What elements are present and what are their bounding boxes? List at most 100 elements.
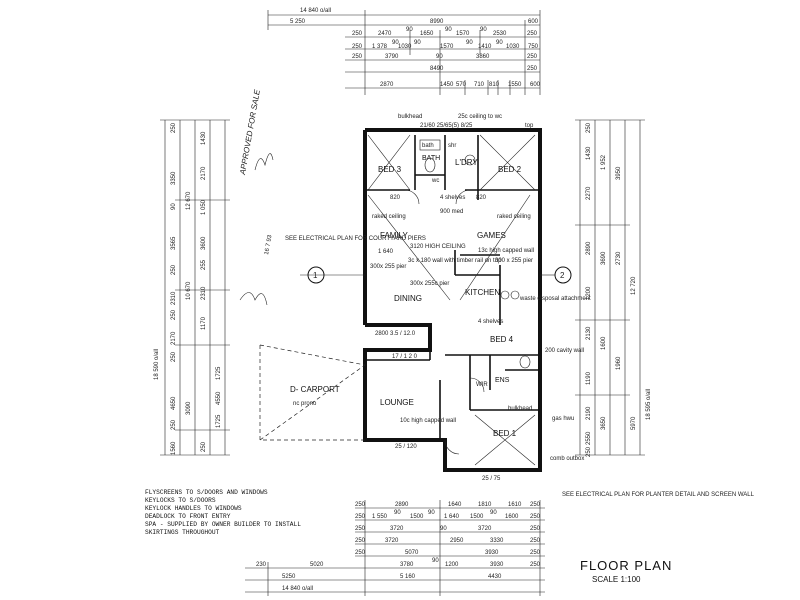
left-col-c-0: 1430 — [201, 131, 207, 145]
top-row4-dim-3: 3860 — [476, 54, 490, 60]
waste-disposal-note: waste disposal attachment — [519, 296, 591, 302]
room-dining-label: DINING — [394, 294, 422, 303]
right-col-b-2: 3690 — [601, 251, 607, 265]
note-item-2: KEYLOCK HANDLES TO WINDOWS — [145, 505, 242, 512]
top-row3-dim-7: 1410 — [478, 44, 492, 50]
shelves-top-note: 4 shelves — [440, 195, 465, 201]
bottom-row6-dim-2: 3780 — [400, 562, 414, 568]
bottom-row2-dim-4: 90 — [428, 510, 435, 516]
bottom-dimension-strings: 250 2890 1640 1810 1610 250 250 1 550 90… — [245, 500, 545, 596]
bottom-row7-dim-0: 5250 — [282, 574, 296, 580]
bottom-row4-dim-1: 3720 — [385, 538, 399, 544]
left-col-a-5: 2310 — [171, 291, 177, 305]
top-row6-dim-5: 1550 — [508, 82, 522, 88]
top-row1-dim-2: 600 — [528, 19, 539, 25]
left-col-c-2: 1 050 — [201, 199, 207, 215]
handwritten-approval-stamp: APPROVED FOR SALE — [238, 88, 274, 306]
note-item-1: KEYLOCKS TO S/DOORS — [145, 497, 216, 504]
bottom-row6-dim-1: 5020 — [310, 562, 324, 568]
left-col-a-10: 250 — [171, 419, 177, 430]
left-col-c-9: 1725 — [216, 414, 222, 428]
room-kitchen-label: KITCHEN — [465, 288, 500, 297]
right-col-b-6: 3650 — [601, 416, 607, 430]
room-carport-label: D- CARPORT — [290, 385, 340, 394]
left-col-b-1: 10 670 — [186, 281, 192, 300]
bottom-row1-dim-4: 1610 — [508, 502, 522, 508]
left-col-c-6: 1170 — [201, 316, 207, 330]
left-col-c-8: 4550 — [216, 391, 222, 405]
bottom-row1-dim-3: 1810 — [478, 502, 492, 508]
dim-17-120-note: 17 / 1 2 0 — [392, 354, 418, 360]
raked-ceiling-left-note: raked ceiling — [372, 214, 406, 220]
room-bed1-label: BED 1 — [493, 429, 517, 438]
right-col-a-8: 2550 — [586, 431, 592, 445]
door-820-a: 820 — [390, 195, 401, 201]
left-col-c-5: 2310 — [201, 286, 207, 300]
shelves-mid-note: 4 shelves — [478, 319, 503, 325]
top-row2-dim-4: 90 — [445, 27, 452, 33]
signature-icon — [239, 153, 274, 306]
top-dims-note: 21/60 25/65(5) 8/25 — [420, 123, 473, 129]
pier-mid-note: 300x 255c pier — [410, 281, 449, 287]
note-item-3: DEADLOCK TO FRONT ENTRY — [145, 513, 231, 520]
room-bed3-label: BED 3 — [378, 165, 402, 174]
room-bed2-label: BED 2 — [498, 165, 522, 174]
room-ensuite-label: ENS — [495, 377, 510, 384]
bulkhead-bed1-note: bulkhead — [508, 406, 532, 412]
left-col-a-3: 3565 — [171, 236, 177, 250]
top-row2-dim-7: 2530 — [493, 31, 507, 37]
ceiling-top-note: 25c ceiling to wc — [458, 114, 502, 120]
note-item-0: FLYSCREENS TO S/DOORS AND WINDOWS — [145, 489, 268, 496]
right-overall-dim: 18 595 o/all — [646, 389, 652, 420]
left-col-c-10: 3090 — [186, 401, 192, 415]
section-marker-2: 2 — [560, 271, 565, 280]
top-row2-dim-1: 2470 — [378, 31, 392, 37]
top-row3-dim-9: 1030 — [506, 44, 520, 50]
top-row2-dim-3: 1650 — [420, 31, 434, 37]
section-marker-1: 1 — [313, 271, 318, 280]
shower-note: shr — [448, 143, 456, 149]
left-col-c-7: 1725 — [216, 366, 222, 380]
room-labels: BED 3 BATH L'DRY BED 2 FAMILY GAMES DINI… — [290, 155, 522, 438]
left-col-c-11: 250 — [201, 441, 207, 452]
bottom-row3-dim-1: 3720 — [390, 526, 404, 532]
right-col-b-7: 5970 — [631, 416, 637, 430]
top-row3-dim-10: 750 — [528, 44, 539, 50]
electrical-plan-right-note: SEE ELECTRICAL PLAN FOR PLANTER DETAIL A… — [562, 492, 755, 498]
specification-notes: FLYSCREENS TO S/DOORS AND WINDOWS KEYLOC… — [145, 489, 301, 536]
lounge-dims-note: 25 / 120 — [395, 444, 417, 450]
right-col-b-4: 1600 — [601, 336, 607, 350]
bottom-row6-dim-5: 3930 — [490, 562, 504, 568]
left-col-a-0: 250 — [171, 122, 177, 133]
dim-900-note: 900 med — [440, 209, 463, 215]
room-bed4-label: BED 4 — [490, 335, 514, 344]
drawing-scale: SCALE 1:100 — [592, 575, 641, 584]
bottom-row6-dim-6: 250 — [530, 562, 541, 568]
capped-wall-note: 13c high capped wall — [478, 248, 534, 254]
left-col-b-0: 12 670 — [186, 191, 192, 210]
right-col-c-0: 12 720 — [631, 276, 637, 295]
bottom-row2-dim-9: 250 — [530, 514, 541, 520]
bottom-row1-dim-5: 250 — [530, 502, 541, 508]
left-col-a-9: 4650 — [171, 396, 177, 410]
comb-outbox-note: comb outbox — [550, 456, 584, 462]
raked-ceiling-right-note: raked ceiling — [497, 214, 531, 220]
top-row4-dim-0: 250 — [352, 54, 363, 60]
top-row4-dim-4: 250 — [527, 54, 538, 60]
left-col-a-6: 250 — [171, 309, 177, 320]
bottom-row1-dim-0: 250 — [355, 502, 366, 508]
top-row2-dim-6: 90 — [480, 27, 487, 33]
top-row3-dim-2: 90 — [392, 40, 399, 46]
mid-dims-note: 2800 3.5 / 12.0 — [375, 331, 416, 337]
bottom-row2-dim-5: 1 640 — [444, 514, 460, 520]
bottom-row2-dim-3: 1500 — [410, 514, 424, 520]
plan-annotations: bulkhead 25c ceiling to wc 21/60 25/65(5… — [264, 114, 755, 498]
note-item-5: SKIRTINGS THROUGHOUT — [145, 529, 220, 536]
room-wc-label: wc — [431, 178, 439, 184]
right-col-a-7: 2190 — [586, 406, 592, 420]
right-col-a-3: 2890 — [586, 241, 592, 255]
building-walls — [259, 128, 542, 472]
top-row3-dim-3: 1030 — [398, 44, 412, 50]
right-col-b-1: 3950 — [616, 166, 622, 180]
